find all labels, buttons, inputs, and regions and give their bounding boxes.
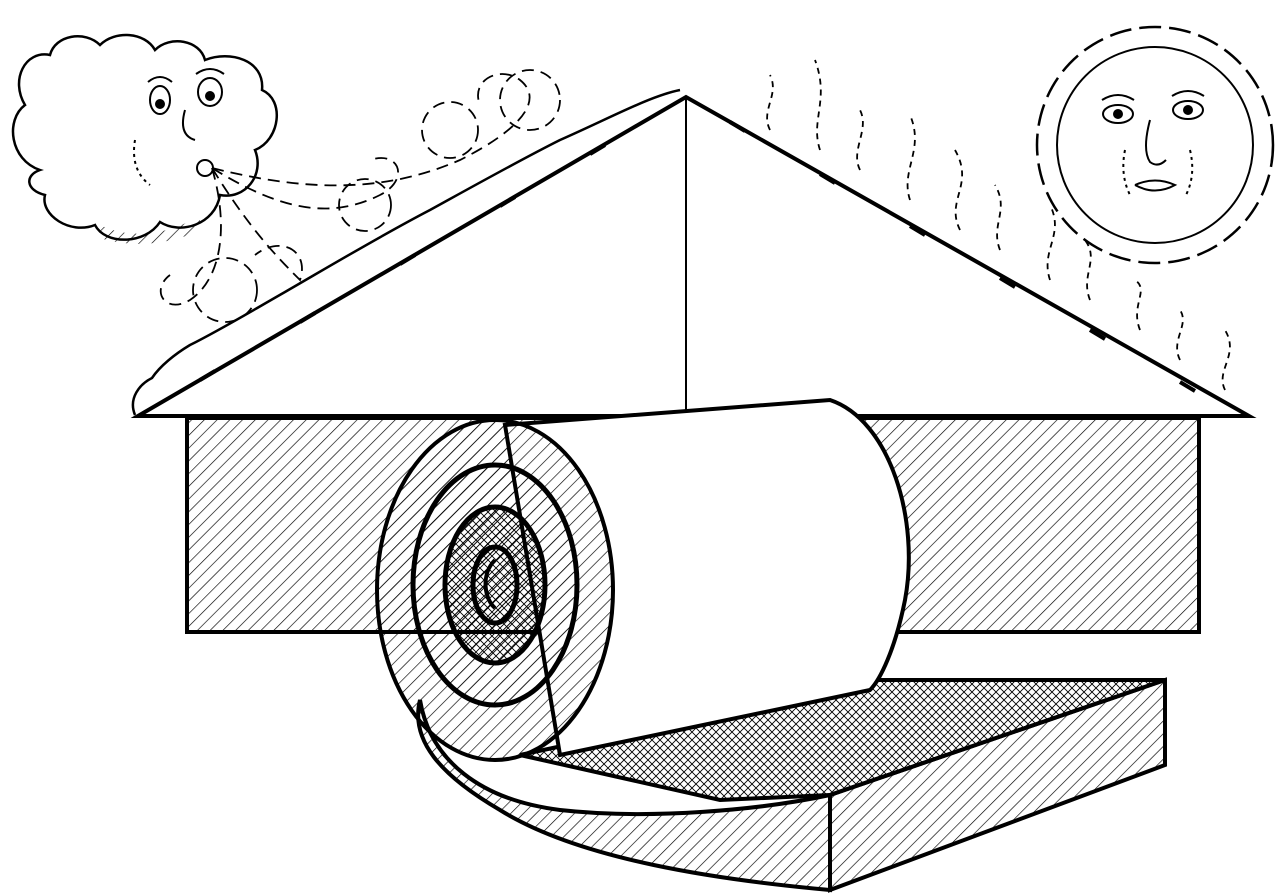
sun-icon <box>1037 27 1273 263</box>
roll-spiral-4 <box>473 547 517 623</box>
cloud-outline <box>13 35 277 240</box>
